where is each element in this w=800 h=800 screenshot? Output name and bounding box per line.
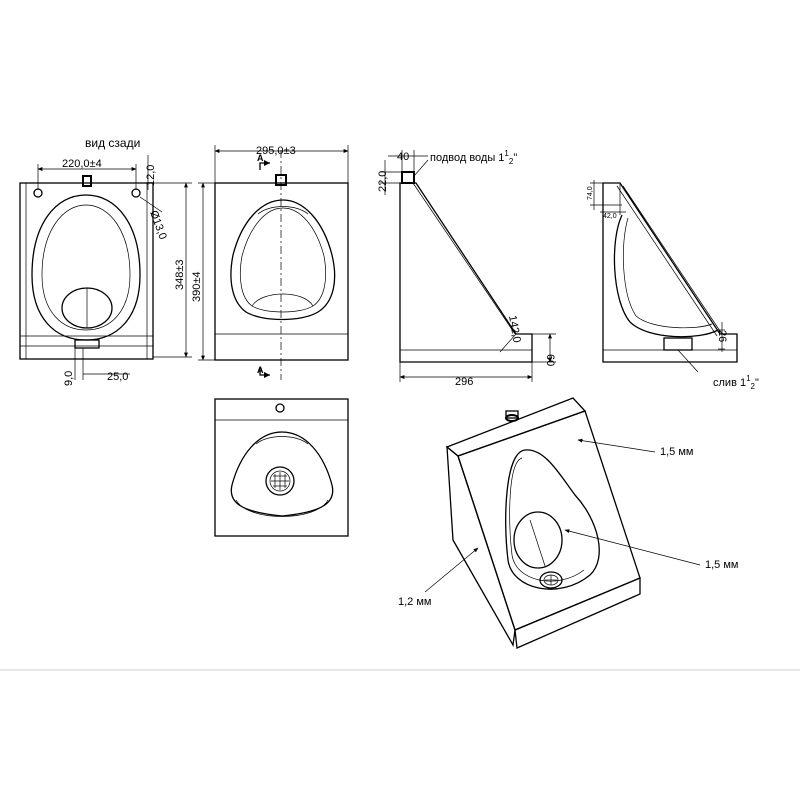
iso-side-face [446, 445, 516, 647]
thickness-top-label: 1,5 мм [660, 446, 693, 458]
back-view: вид сзади 220,0±4 12,0 Ø13,0 348±3 [19, 136, 192, 386]
thickness-bowl-label: 1,5 мм [705, 559, 738, 571]
dim-side-depth: 296 [455, 376, 473, 388]
back-view-title: вид сзади [85, 136, 140, 150]
front-bowl [230, 199, 336, 321]
water-inlet [82, 175, 92, 187]
top-inlet-icon [275, 403, 285, 413]
water-supply-label: подвод воды 112" [430, 149, 517, 166]
section-mark-bottom: A [257, 365, 264, 375]
iso-top-face [445, 397, 587, 457]
mount-hole-left-icon [33, 188, 43, 198]
section-mark-top: A [257, 153, 264, 163]
iso-bowl [505, 449, 600, 590]
section-drain-pipe [663, 337, 693, 351]
dim-back-drain-offset: 9,0 [63, 371, 75, 386]
iso-drain-grate-icon [539, 571, 563, 589]
dim-section-a: 74,0 [587, 186, 594, 200]
section-bowl-curve [613, 214, 719, 338]
side-water-inlet [401, 171, 415, 184]
side-view: 40 22,0 подвод воды 112" 142,0 60 296 [377, 149, 556, 388]
dim-section-b: 42,0 [603, 213, 617, 220]
dim-side-pipe: 40 [397, 151, 409, 163]
drain-pipe [74, 339, 100, 349]
thickness-side-label: 1,2 мм [398, 596, 431, 608]
iso-bottom-edge [514, 577, 641, 649]
dim-back-drain-width: 25,0 [107, 371, 128, 383]
bowl-outline [31, 194, 141, 341]
drain-label: слив 112" [713, 374, 759, 391]
top-bowl [230, 431, 334, 517]
dim-back-width: 220,0±4 [62, 158, 102, 170]
dim-side-step: 60 [544, 354, 556, 366]
top-view [214, 398, 349, 537]
dim-side-pipe-height: 22,0 [377, 171, 389, 192]
top-drain-grate-icon [265, 466, 295, 496]
dim-side-slope: 142,0 [506, 314, 523, 343]
section-view: 74,0 42,0 26 слив 112" [587, 180, 759, 391]
dim-back-top: 12,0 [145, 165, 157, 186]
dim-front-width: 295,0±3 [256, 145, 296, 157]
mount-hole-right-icon [131, 188, 141, 198]
iso-water-inlet [505, 410, 519, 419]
dim-front-height: 390±4 [191, 271, 203, 302]
dim-back-hole: Ø13,0 [147, 209, 169, 241]
back-view-outline [19, 182, 154, 360]
dim-back-height: 348±3 [174, 259, 186, 290]
dim-section-c: 26 [716, 330, 728, 342]
top-view-outline [214, 398, 349, 537]
iso-view: 1,5 мм 1,5 мм 1,2 мм [398, 397, 738, 649]
front-view: A A 295,0±3 390±4 [191, 145, 349, 380]
front-view-outline [214, 182, 349, 361]
iso-drain-opening [513, 511, 563, 569]
